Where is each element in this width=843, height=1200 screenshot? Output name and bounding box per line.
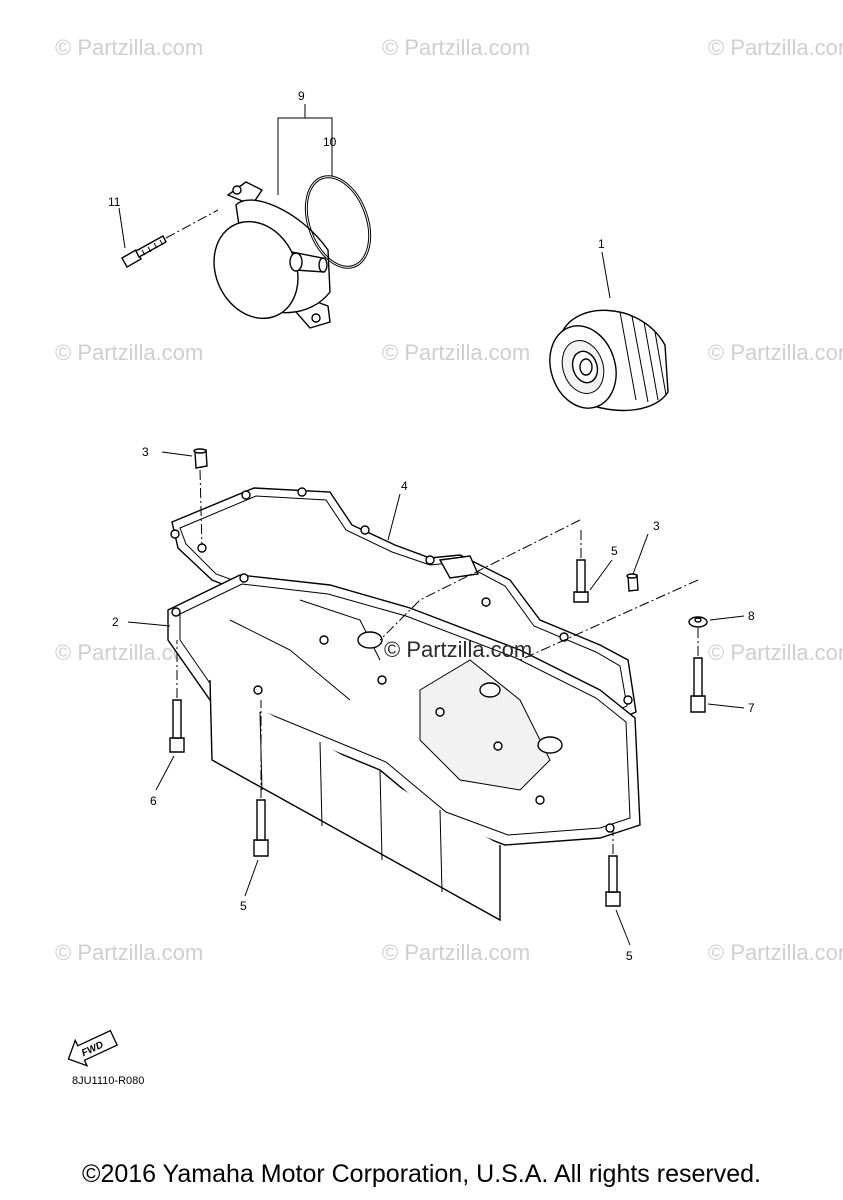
oil-cooler-9-drawing (213, 181, 331, 329)
bolt-11-drawing (121, 209, 219, 268)
watermark: © Partzilla.com (382, 940, 530, 965)
callout-5: 5 (626, 949, 633, 963)
watermark: © Partzilla.com (55, 340, 203, 365)
watermark: © Partzilla.com (382, 340, 530, 365)
callout-11: 11 (108, 195, 121, 209)
washer-8-drawing (688, 616, 708, 628)
watermark: © Partzilla.com (55, 940, 203, 965)
callout-numbers: 1 2 3 3 4 5 5 5 6 7 8 9 10 11 (108, 89, 755, 963)
callout-1: 1 (598, 237, 605, 251)
bolt-7-drawing (379, 519, 706, 713)
callout-6: 6 (150, 794, 157, 808)
callout-3: 3 (653, 519, 660, 533)
callout-10: 10 (323, 135, 337, 149)
callout-5: 5 (240, 899, 247, 913)
callout-7: 7 (748, 701, 755, 715)
callout-5: 5 (611, 544, 618, 558)
callout-9: 9 (298, 89, 305, 103)
watermark: © Partzilla.com (382, 35, 530, 60)
watermark: © Partzilla.com (708, 940, 843, 965)
callout-4: 4 (401, 479, 408, 493)
watermark: © Partzilla.com (708, 35, 843, 60)
callout-2: 2 (112, 615, 119, 629)
watermark-layer: © Partzilla.com © Partzilla.com © Partzi… (55, 35, 843, 965)
callout-3: 3 (142, 445, 149, 459)
center-watermark: © Partzilla.com (384, 637, 532, 662)
oil-filter-1-drawing (549, 309, 669, 412)
oil-pan-2-drawing (167, 573, 641, 922)
o-ring-10-drawing (304, 175, 372, 269)
watermark: © Partzilla.com (55, 35, 203, 60)
dowel-pin-3-drawing (193, 448, 639, 592)
watermark: © Partzilla.com (708, 640, 843, 665)
bolt-6-drawing (169, 640, 185, 753)
copyright-notice: ©2016 Yamaha Motor Corporation, U.S.A. A… (82, 1160, 761, 1188)
part-code: 8JU1110-R080 (72, 1075, 145, 1087)
watermark: © Partzilla.com (708, 340, 843, 365)
bolt-5a-drawing (573, 530, 589, 603)
bolt-5c-drawing (605, 830, 621, 907)
callout-8: 8 (748, 609, 755, 623)
callout-leaders (118, 104, 745, 946)
bolt-5b-drawing (253, 700, 269, 857)
parts-diagram: © Partzilla.com © Partzilla.com © Partzi… (55, 35, 843, 1067)
fwd-arrow-icon: FWD (67, 1029, 118, 1067)
